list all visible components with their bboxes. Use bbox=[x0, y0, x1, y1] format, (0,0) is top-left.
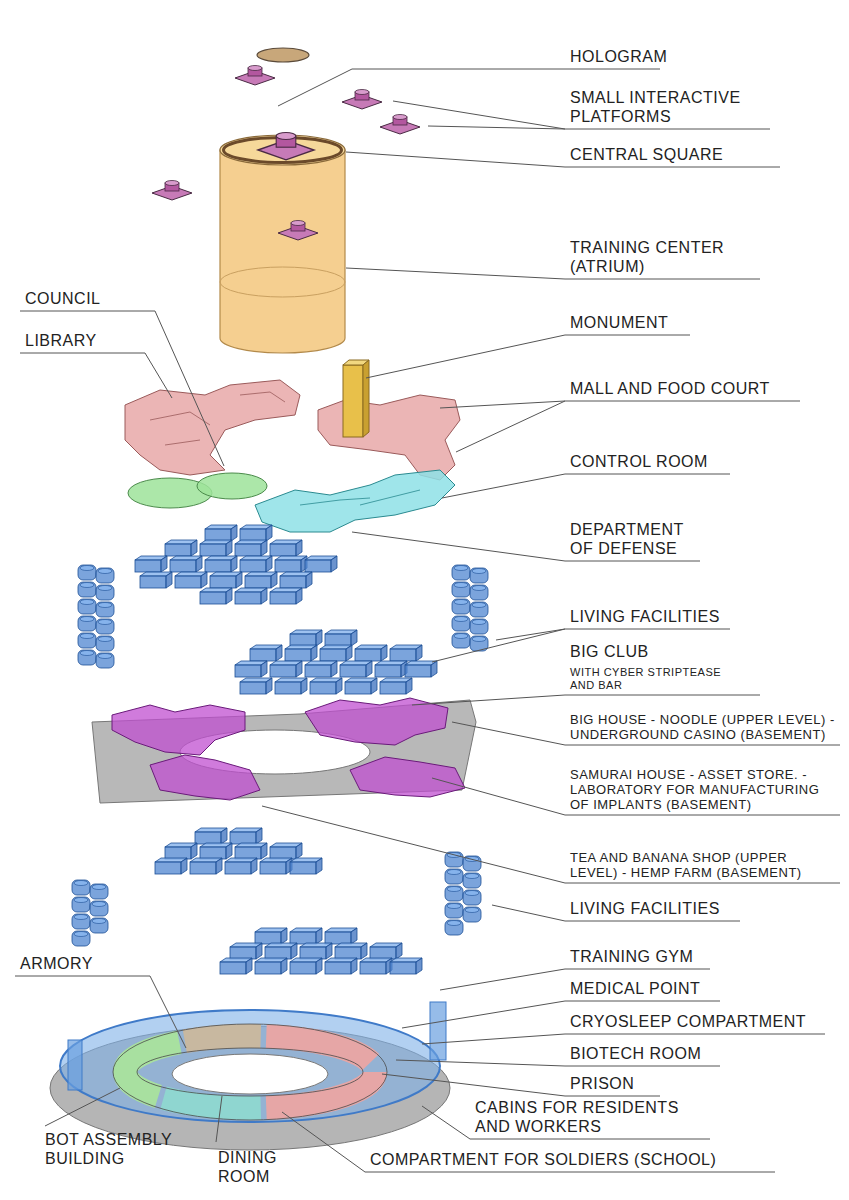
hologram-disc bbox=[257, 48, 309, 62]
callout-label: BIOTECH ROOM bbox=[570, 1044, 830, 1063]
entertainment-plate bbox=[92, 698, 476, 803]
callout-label: HOLOGRAM bbox=[570, 47, 830, 66]
callout-label: LIVING FACILITIES bbox=[570, 899, 830, 918]
callout-label: DINING ROOM bbox=[218, 1148, 293, 1186]
callout-label: BOT ASSEMBLY BUILDING bbox=[45, 1130, 190, 1168]
callout-label: MEDICAL POINT bbox=[570, 979, 830, 998]
callout-label: CONTROL ROOM bbox=[570, 452, 830, 471]
callout-label: TEA AND BANANA SHOP (UPPER LEVEL) - HEMP… bbox=[570, 850, 835, 880]
callout-label: COUNCIL bbox=[25, 289, 155, 308]
callout-label: TRAINING CENTER (ATRIUM) bbox=[570, 238, 745, 276]
callout-label: WITH CYBER STRIPTEASE AND BAR bbox=[570, 666, 745, 692]
callout-label: ARMORY bbox=[20, 954, 150, 973]
callout-label: SAMURAI HOUSE - ASSET STORE. - LABORATOR… bbox=[570, 767, 835, 812]
leader-lines bbox=[15, 69, 840, 1172]
interactive-platforms bbox=[152, 66, 420, 241]
atrium-cylinder bbox=[220, 135, 345, 353]
callout-label: LIBRARY bbox=[25, 331, 145, 350]
callout-label: SMALL INTERACTIVE PLATFORMS bbox=[570, 88, 770, 126]
callout-label: CABINS FOR RESIDENTS AND WORKERS bbox=[475, 1098, 705, 1136]
living-stack bbox=[78, 525, 488, 694]
callout-label: MONUMENT bbox=[570, 313, 830, 332]
callout-label: BIG CLUB bbox=[570, 642, 830, 661]
callout-label: CRYOSLEEP COMPARTMENT bbox=[570, 1012, 840, 1031]
callout-label: TRAINING GYM bbox=[570, 947, 830, 966]
callout-label: MALL AND FOOD COURT bbox=[570, 379, 830, 398]
callout-label: CENTRAL SQUARE bbox=[570, 145, 830, 164]
civic-level bbox=[125, 360, 460, 532]
callout-label: COMPARTMENT FOR SOLDIERS (SCHOOL) bbox=[370, 1150, 790, 1169]
callout-label: LIVING FACILITIES bbox=[570, 607, 830, 626]
living-stack bbox=[72, 828, 481, 974]
callout-label: DEPARTMENT OF DEFENSE bbox=[570, 520, 700, 558]
callout-label: PRISON bbox=[570, 1074, 830, 1093]
base-ring bbox=[50, 1002, 450, 1150]
callout-label: BIG HOUSE - NOODLE (UPPER LEVEL) - UNDER… bbox=[570, 712, 835, 742]
